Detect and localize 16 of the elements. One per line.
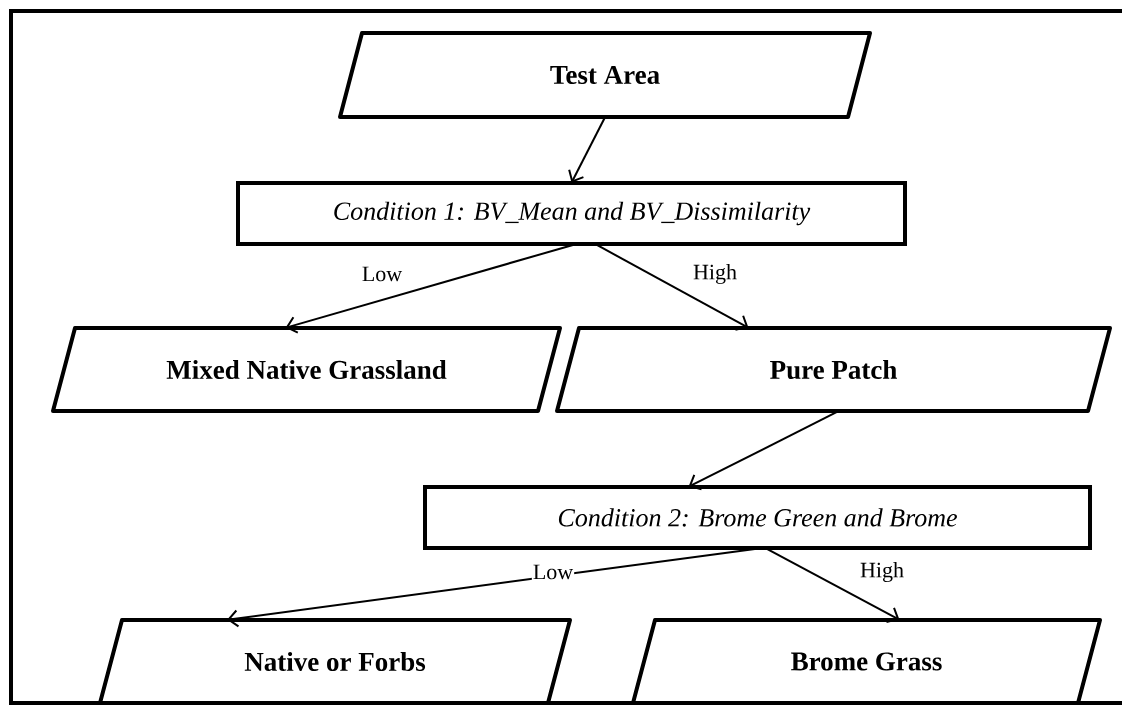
parallelogram-box: Brome Grass	[631, 618, 1102, 705]
condition-box: Condition 1: BV_Mean and BV_Dissimilarity	[236, 181, 907, 246]
arrow	[568, 116, 606, 183]
parallelogram-box: Test Area	[338, 31, 872, 119]
parallelogram-box: Native or Forbs	[98, 618, 572, 705]
arrow	[764, 547, 900, 623]
edge-label: Low	[360, 265, 404, 283]
parallelogram-box: Pure Patch	[555, 326, 1112, 413]
arrow	[227, 547, 762, 628]
arrow	[594, 243, 749, 331]
edge-label: High	[692, 263, 738, 285]
arrow	[688, 410, 840, 491]
edge-label: High	[859, 561, 905, 583]
condition-box: Condition 2: Brome Green and Brome	[423, 485, 1092, 550]
parallelogram-box: Mixed Native Grassland	[51, 326, 562, 413]
edge-label: Low	[531, 563, 575, 581]
